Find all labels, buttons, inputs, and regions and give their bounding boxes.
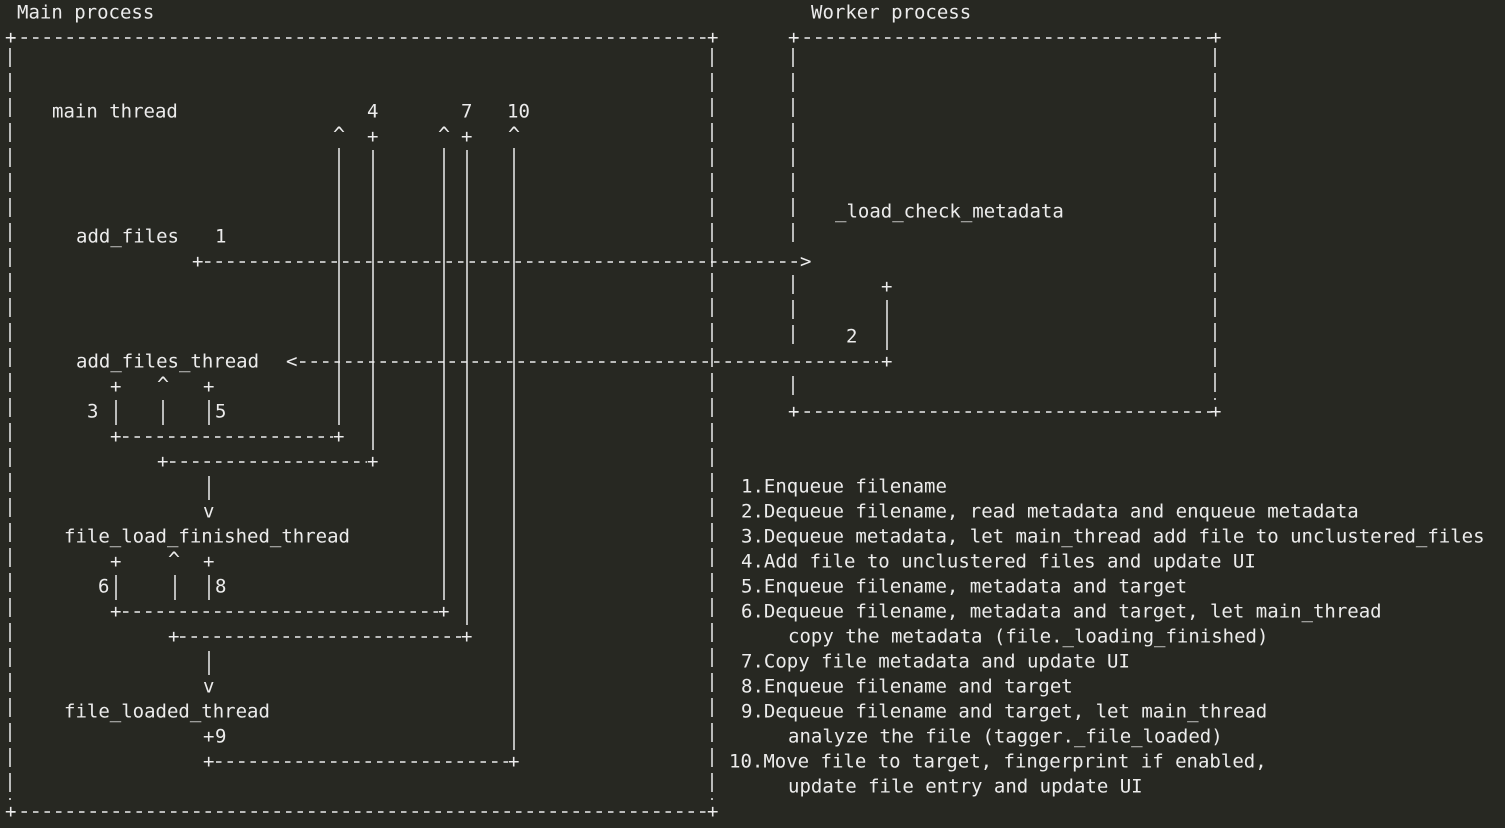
svg-text:+: + bbox=[461, 626, 472, 648]
legend-item-10-cont: update file entry and update UI bbox=[788, 776, 1143, 798]
arrow-step-8: + v bbox=[203, 551, 214, 698]
legend-item-3: 3.Dequeue metadata, let main_thread add … bbox=[741, 526, 1485, 548]
svg-text:+: + bbox=[1210, 27, 1221, 49]
svg-text:+: + bbox=[367, 126, 378, 148]
legend-item-7: 7.Copy file metadata and update UI bbox=[741, 651, 1130, 673]
svg-text:+: + bbox=[1210, 401, 1221, 423]
svg-text:^: ^ bbox=[438, 123, 450, 147]
svg-text:+: + bbox=[788, 27, 799, 49]
worker-process-title: Worker process bbox=[811, 2, 971, 24]
svg-text:v: v bbox=[203, 501, 214, 523]
legend-item-4: 4.Add file to unclustered files and upda… bbox=[741, 551, 1256, 573]
svg-text:+: + bbox=[707, 801, 718, 823]
add-files-thread-label: add_files_thread bbox=[76, 351, 259, 373]
svg-text:+: + bbox=[110, 601, 121, 623]
main-process-box: + + + + bbox=[5, 27, 718, 823]
arrow-step-7: + + + bbox=[168, 126, 472, 648]
arrow-step-3: + + + ^ ^ bbox=[110, 123, 345, 448]
legend-item-1: 1.Enqueue filename bbox=[741, 476, 947, 498]
legend-item-5: 5.Enqueue filename, metadata and target bbox=[741, 576, 1187, 598]
arrow-step-6: + + + ^ ^ bbox=[110, 123, 450, 623]
svg-text:+: + bbox=[110, 376, 121, 398]
svg-text:+: + bbox=[5, 27, 16, 49]
step-marker-6: 6 bbox=[98, 576, 109, 598]
step-marker-5: 5 bbox=[215, 401, 226, 423]
svg-text:+: + bbox=[881, 351, 892, 373]
svg-text:+: + bbox=[168, 626, 179, 648]
svg-text:+: + bbox=[203, 751, 214, 773]
svg-text:^: ^ bbox=[508, 123, 520, 147]
arrow-step-2: + + < bbox=[286, 276, 892, 373]
svg-text:+: + bbox=[203, 551, 214, 573]
svg-text:^: ^ bbox=[333, 123, 345, 147]
step-marker-8: 8 bbox=[215, 576, 226, 598]
svg-text:+: + bbox=[788, 401, 799, 423]
file-load-finished-thread-label: file_load_finished_thread bbox=[64, 526, 350, 548]
worker-process-box: + + + + bbox=[788, 27, 1221, 423]
legend-item-6: 6.Dequeue filename, metadata and target,… bbox=[741, 601, 1382, 623]
svg-text:>: > bbox=[800, 251, 811, 273]
svg-text:+: + bbox=[203, 376, 214, 398]
legend-item-6-cont: copy the metadata (file._loading_finishe… bbox=[788, 626, 1268, 648]
step-marker-7: 7 bbox=[461, 101, 472, 123]
arrow-step-1: + > bbox=[192, 251, 811, 273]
svg-text:+: + bbox=[203, 726, 214, 748]
add-files-label: add_files bbox=[76, 226, 179, 248]
step-marker-2: 2 bbox=[846, 326, 857, 348]
legend-item-9-cont: analyze the file (tagger._file_loaded) bbox=[788, 726, 1223, 748]
step-marker-9: 9 bbox=[215, 726, 226, 748]
step-marker-10: 10 bbox=[507, 101, 530, 123]
svg-text:^: ^ bbox=[168, 548, 180, 572]
svg-text:<: < bbox=[286, 351, 297, 373]
legend-item-9: 9.Dequeue filename and target, let main_… bbox=[741, 701, 1267, 723]
legend-item-2: 2.Dequeue filename, read metadata and en… bbox=[741, 501, 1359, 523]
svg-text:v: v bbox=[203, 676, 214, 698]
svg-text:+: + bbox=[110, 426, 121, 448]
load-check-metadata-label: _load_check_metadata bbox=[835, 201, 1064, 223]
legend-item-8: 8.Enqueue filename and target bbox=[741, 676, 1073, 698]
file-loaded-thread-label: file_loaded_thread bbox=[64, 701, 270, 723]
svg-text:+: + bbox=[5, 801, 16, 823]
svg-text:+: + bbox=[508, 751, 519, 773]
legend-item-10: 10.Move file to target, fingerprint if e… bbox=[729, 751, 1267, 773]
step-marker-3: 3 bbox=[87, 401, 98, 423]
step-marker-1: 1 bbox=[215, 226, 226, 248]
arrow-step-9: + + + ^ bbox=[203, 123, 520, 773]
svg-text:+: + bbox=[110, 551, 121, 573]
main-process-title: Main process bbox=[17, 2, 154, 24]
arrow-step-4: + + + bbox=[157, 126, 378, 473]
legend: 1.Enqueue filename 2.Dequeue filename, r… bbox=[729, 476, 1485, 798]
step-marker-4: 4 bbox=[367, 101, 378, 123]
svg-text:+: + bbox=[192, 251, 203, 273]
svg-text:+: + bbox=[461, 126, 472, 148]
svg-text:+: + bbox=[333, 426, 344, 448]
svg-text:+: + bbox=[438, 601, 449, 623]
svg-text:+: + bbox=[881, 276, 892, 298]
svg-text:+: + bbox=[157, 451, 168, 473]
arrow-step-5: + v bbox=[203, 376, 214, 523]
svg-text:^: ^ bbox=[157, 373, 169, 397]
svg-text:+: + bbox=[707, 27, 718, 49]
main-thread-label: main thread bbox=[52, 101, 178, 123]
svg-text:+: + bbox=[367, 451, 378, 473]
